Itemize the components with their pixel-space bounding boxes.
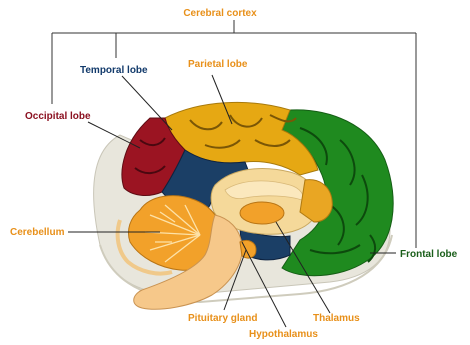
label-hypothalamus: Hypothalamus (249, 329, 318, 340)
arbor-vitae (144, 204, 201, 263)
cerebral-cortex-bracket (51, 20, 417, 248)
thalamus-body (239, 201, 285, 225)
frontal-gyri (299, 127, 376, 263)
frontal-lobe-region (281, 109, 394, 277)
parietal-gyri (189, 114, 297, 149)
label-frontal-lobe: Frontal lobe (400, 249, 458, 260)
label-occipital-lobe: Occipital lobe (25, 111, 91, 122)
label-pituitary-gland: Pituitary gland (188, 313, 257, 324)
cerebellum-outer (115, 219, 173, 276)
leader-lines (68, 74, 396, 328)
label-temporal-lobe: Temporal lobe (80, 65, 148, 76)
occipital-gyri (134, 137, 166, 174)
fornix-tube (299, 179, 333, 223)
label-cerebral-cortex: Cerebral cortex (183, 8, 257, 19)
label-thalamus: Thalamus (313, 313, 360, 324)
label-parietal-lobe: Parietal lobe (188, 59, 248, 70)
label-cerebellum: Cerebellum (10, 227, 65, 238)
